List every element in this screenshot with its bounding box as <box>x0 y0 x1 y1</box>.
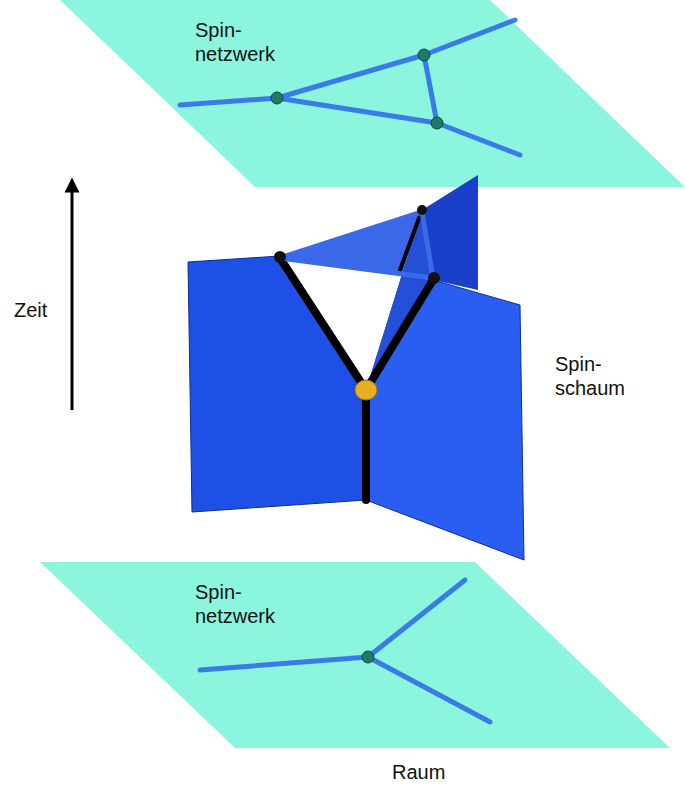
foam-label: Spin- schaum <box>555 352 625 400</box>
foam-edges <box>280 210 433 500</box>
foam-sheet <box>366 280 524 560</box>
network-link <box>424 20 515 55</box>
plane-fill <box>40 562 670 748</box>
network-node <box>362 651 374 663</box>
plane-fill <box>60 0 685 187</box>
network-node <box>271 92 283 104</box>
network-link <box>180 98 277 105</box>
network-link <box>424 55 437 123</box>
time-arrow <box>71 185 74 410</box>
foam-sheet <box>188 256 366 512</box>
plane-shape <box>38 560 672 750</box>
plane-label: Spin- netzwerk <box>195 580 275 628</box>
spin-network-plane: Spin- netzwerk <box>55 0 685 188</box>
spin-network-plane: Spin- netzwerk <box>38 560 672 750</box>
network-link <box>277 55 424 98</box>
network-link <box>277 98 437 123</box>
network-node <box>418 49 430 61</box>
foam-top-edges <box>280 212 433 278</box>
plane-shape <box>55 0 685 188</box>
foam-vertices <box>274 205 440 284</box>
network-node <box>431 117 443 129</box>
network-link <box>368 657 490 722</box>
network-link <box>368 580 465 657</box>
axis-label: Raum <box>392 760 445 784</box>
spin-network <box>200 580 490 722</box>
axis-label: Zeit <box>14 298 47 322</box>
network-link <box>200 657 368 670</box>
foam-vertex <box>355 380 377 400</box>
network-link <box>437 123 520 155</box>
plane-label: Spin- netzwerk <box>195 18 275 66</box>
